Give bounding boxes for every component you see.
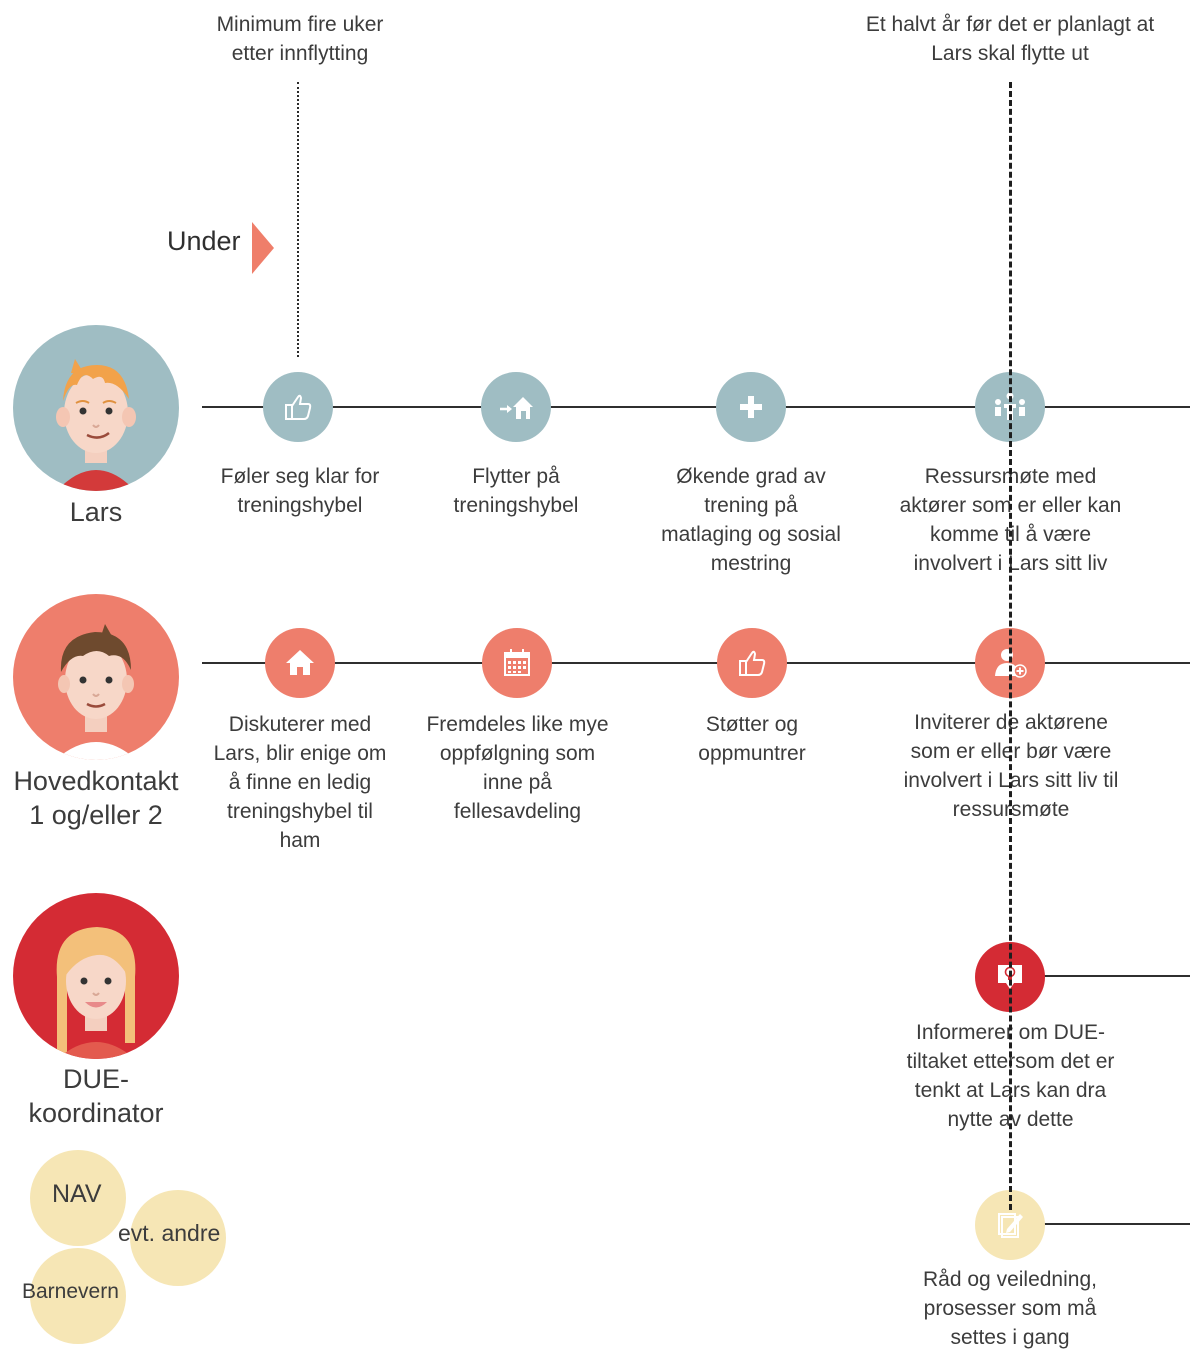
- note-min-four-weeks: Minimum fire uker etter innflytting: [160, 10, 440, 68]
- label-barnevern: Barnevern: [22, 1280, 119, 1303]
- step-lars-1-label: Føler seg klar for treningshybel: [220, 465, 380, 517]
- step-hk-1-text: Diskuterer med Lars, blir enige om å fin…: [195, 710, 405, 855]
- step-lars-3[interactable]: [716, 372, 786, 442]
- home-icon: [286, 650, 314, 675]
- avatar-due: [13, 893, 179, 1059]
- bubble-evt-andre: [130, 1190, 226, 1286]
- step-lars-4-text: Ressursmøte med aktører som er eller kan…: [878, 462, 1143, 578]
- step-others-1-text: Råd og veiledning, prosesser som må sett…: [880, 1265, 1140, 1352]
- step-lars-2[interactable]: [481, 372, 551, 442]
- note-half-year: Et halvt år før det er planlagt at Lars …: [820, 10, 1190, 68]
- step-hk-3-label: Støtter og oppmuntrer: [698, 713, 806, 765]
- note-half-year-text: Et halvt år før det er planlagt at Lars …: [865, 13, 1155, 65]
- timeline-due: [1010, 975, 1190, 977]
- actor-name-hovedkontakt: Hovedkontakt 1 og/eller 2: [0, 764, 192, 832]
- calendar-icon: [504, 649, 530, 676]
- step-hk-2[interactable]: [482, 628, 552, 698]
- plus-icon: [740, 396, 762, 418]
- timeline-hovedkontakt: [202, 662, 1190, 664]
- actor-name-lars: Lars: [69, 497, 123, 527]
- step-hk-1[interactable]: [265, 628, 335, 698]
- label-nav: NAV: [52, 1180, 102, 1208]
- step-lars-2-text: Flytter på treningshybel: [411, 462, 621, 520]
- step-lars-1[interactable]: [263, 372, 333, 442]
- step-hk-1-label: Diskuterer med Lars, blir enige om å fin…: [213, 713, 387, 852]
- step-others-1-label: Råd og veiledning, prosesser som må sett…: [923, 1268, 1097, 1349]
- step-hk-2-label: Fremdeles like mye oppfølgning som inne …: [426, 713, 609, 823]
- bubble-barnevern: [30, 1248, 126, 1344]
- step-hk-3[interactable]: [717, 628, 787, 698]
- actor-name-due-text: DUE- koordinator: [28, 1064, 164, 1128]
- step-lars-3-text: Økende grad av trening på matlaging og s…: [636, 462, 866, 578]
- note-min-four-weeks-text: Minimum fire uker etter innflytting: [216, 13, 384, 65]
- step-lars-1-text: Føler seg klar for treningshybel: [195, 462, 405, 520]
- step-hk-3-text: Støtter og oppmuntrer: [652, 710, 852, 768]
- step-due-1-text: Informerer om DUE- tiltaket ettersom det…: [878, 1018, 1143, 1134]
- timeline-lars: [202, 406, 1190, 408]
- timeline-others: [1010, 1223, 1190, 1225]
- step-hk-2-text: Fremdeles like mye oppfølgning som inne …: [405, 710, 630, 826]
- lars-portrait-icon: [56, 359, 136, 491]
- thumbs-up-icon: [285, 394, 312, 420]
- phase-label: Under: [167, 226, 241, 256]
- label-evt-andre: evt. andre: [118, 1220, 221, 1246]
- step-due-1-label: Informerer om DUE- tiltaket ettersom det…: [906, 1021, 1115, 1131]
- dotted-marker-line: [297, 82, 299, 357]
- hovedkontakt-portrait-icon: [55, 624, 137, 760]
- phase-arrow-icon: [252, 222, 274, 274]
- move-house-icon: [500, 397, 533, 419]
- due-portrait-icon: [56, 927, 136, 1059]
- dashed-marker-line: [1009, 82, 1012, 1210]
- step-lars-3-label: Økende grad av trening på matlaging og s…: [661, 465, 841, 575]
- avatar-lars: [13, 325, 179, 491]
- step-lars-2-label: Flytter på treningshybel: [453, 465, 579, 517]
- step-lars-4-label: Ressursmøte med aktører som er eller kan…: [899, 465, 1122, 575]
- actor-name-hovedkontakt-text: Hovedkontakt 1 og/eller 2: [13, 766, 179, 830]
- thumbs-up-icon: [739, 650, 766, 676]
- avatar-hovedkontakt: [13, 594, 179, 760]
- document-edit-icon: [998, 1213, 1023, 1238]
- actor-name-due: DUE- koordinator: [0, 1062, 192, 1130]
- bubble-nav: [30, 1150, 126, 1246]
